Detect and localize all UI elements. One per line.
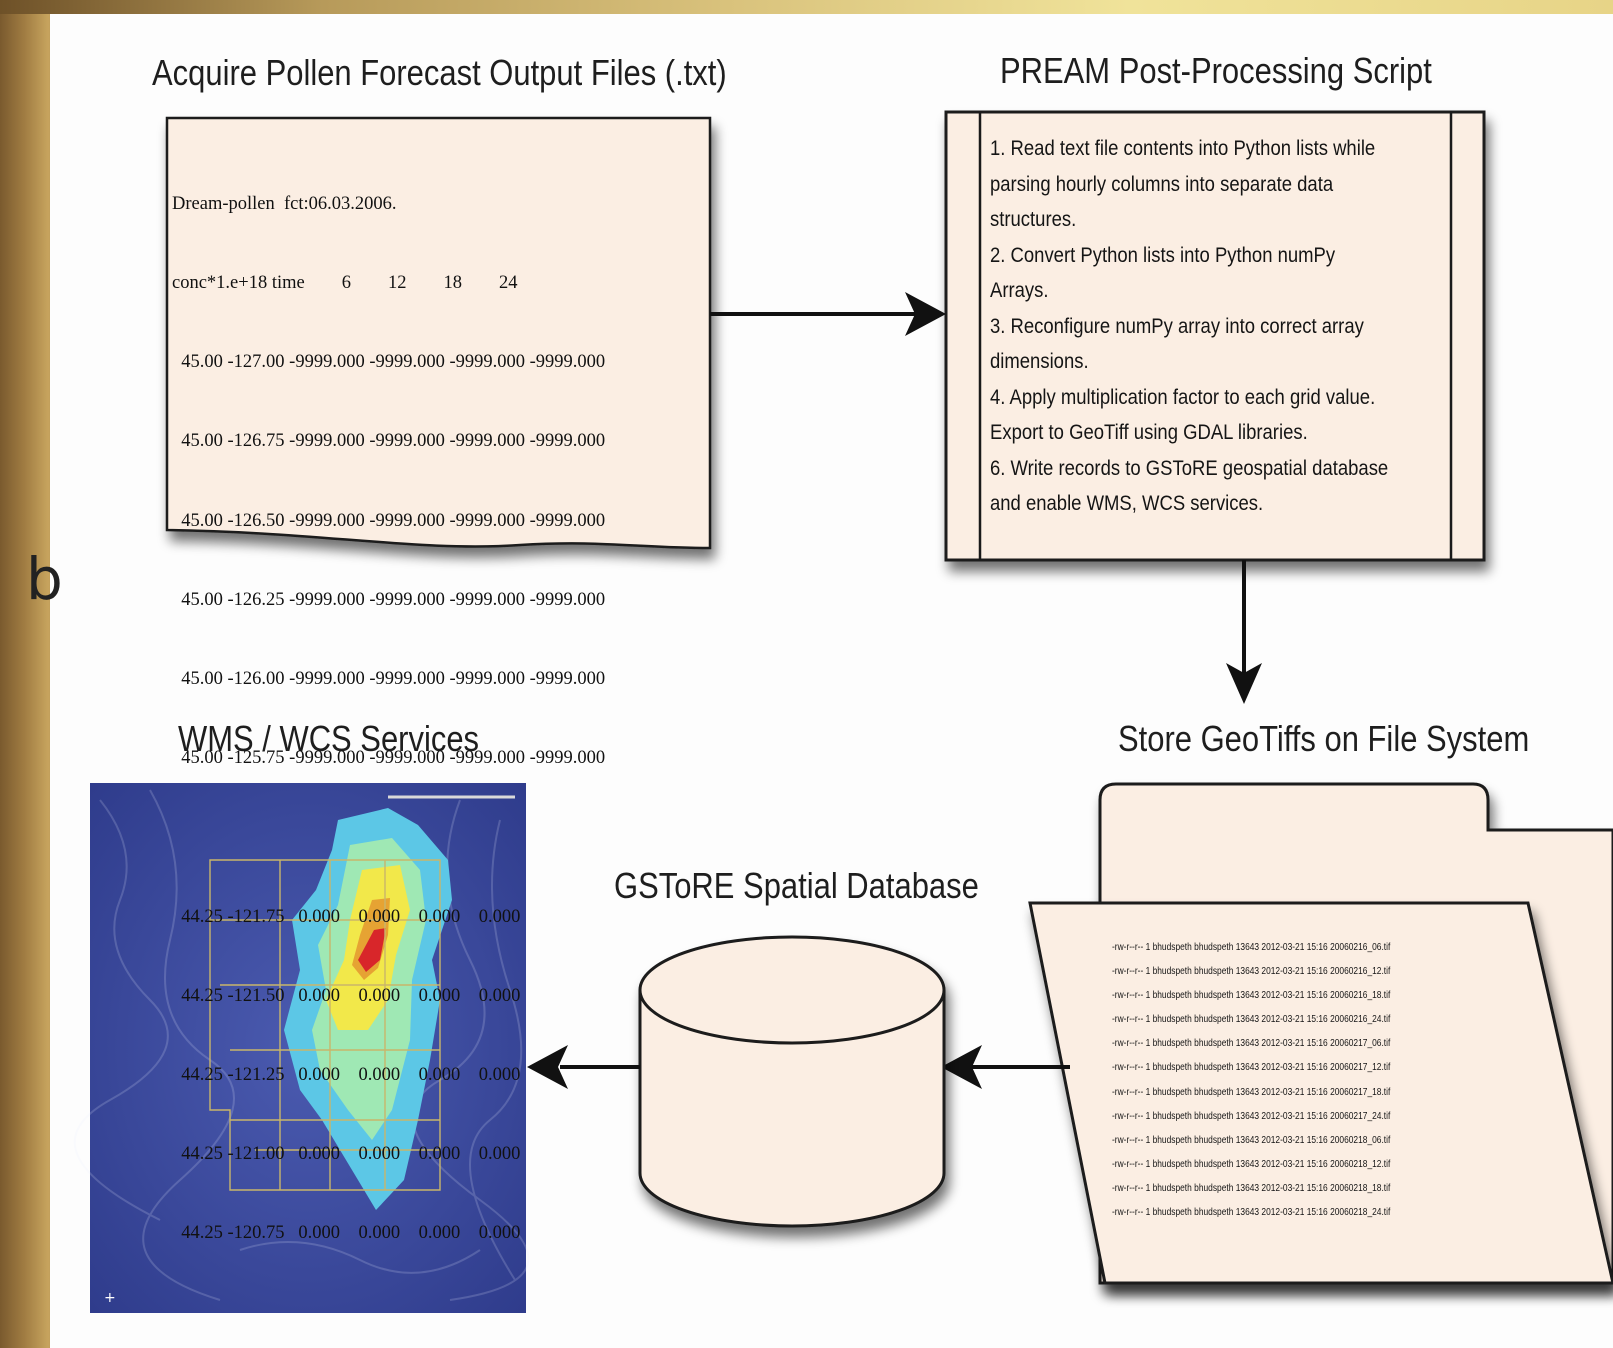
arrow-right-icon <box>710 292 946 336</box>
step-line: Export to GeoTiff using GDAL libraries. <box>990 421 1308 444</box>
listing-line: -rw-r--r-- 1 bhudspeth bhudspeth 13643 2… <box>1112 1061 1391 1074</box>
step-line: parsing hourly columns into separate dat… <box>990 172 1334 196</box>
listing-line: -rw-r--r-- 1 bhudspeth bhudspeth 13643 2… <box>1112 1206 1391 1219</box>
folder-front-sheet <box>1028 901 1613 1285</box>
listing-line: -rw-r--r-- 1 bhudspeth bhudspeth 13643 2… <box>1112 1181 1391 1194</box>
pollen-map: + <box>73 783 530 1313</box>
listing-line: -rw-r--r-- 1 bhudspeth bhudspeth 13643 2… <box>1112 1157 1391 1170</box>
services-title: WMS / WCS Services <box>178 718 480 759</box>
forecast-file-content: Dream-pollen fct:06.03.2006. conc*1.e+18… <box>172 138 605 1273</box>
svg-text:+: + <box>104 1290 116 1306</box>
step-line: dimensions. <box>990 350 1089 373</box>
file-line: 44.25 -121.25 0.000 0.000 0.000 0.000 <box>172 1065 521 1086</box>
step-line: 2. Convert Python lists into Python numP… <box>990 243 1336 267</box>
step-line: 6. Write records to GSToRE geospatial da… <box>990 456 1389 480</box>
file-line: 45.00 -126.00 -9999.000 -9999.000 -9999.… <box>172 669 606 690</box>
step-line: and enable WMS, WCS services. <box>990 492 1264 515</box>
listing-line: -rw-r--r-- 1 bhudspeth bhudspeth 13643 2… <box>1112 941 1391 953</box>
file-line: Dream-pollen fct:06.03.2006. <box>172 193 397 214</box>
file-line: 45.00 -126.75 -9999.000 -9999.000 -9999.… <box>172 431 606 452</box>
file-line: 44.25 -121.75 0.000 0.000 0.000 0.000 <box>172 906 521 927</box>
file-line: 44.25 -121.50 0.000 0.000 0.000 0.000 <box>172 985 521 1006</box>
arrow-left-icon <box>941 1045 1070 1089</box>
listing-line: -rw-r--r-- 1 bhudspeth bhudspeth 13643 2… <box>1112 965 1391 978</box>
arrow-down-icon <box>1226 560 1262 704</box>
step-line: 4. Apply multiplication factor to each g… <box>990 385 1376 409</box>
script-box <box>944 110 1486 562</box>
step-line: 1. Read text file contents into Python l… <box>990 137 1376 160</box>
side-letter: b <box>26 545 63 613</box>
database-title: GSToRE Spatial Database <box>614 865 979 906</box>
cylinder-database-icon <box>638 935 946 1228</box>
pream-title: PREAM Post-Processing Script <box>1000 50 1432 91</box>
file-line: 45.00 -126.50 -9999.000 -9999.000 -9999.… <box>172 510 606 531</box>
step-line: structures. <box>990 208 1077 231</box>
file-line: 45.00 -126.25 -9999.000 -9999.000 -9999.… <box>172 589 606 610</box>
acquire-title: Acquire Pollen Forecast Output Files (.t… <box>152 52 727 93</box>
geotiff-file-listing: -rw-r--r-- 1 bhudspeth bhudspeth 13643 2… <box>1112 935 1390 1224</box>
arrow-left-icon <box>527 1045 640 1089</box>
file-line <box>172 824 605 850</box>
listing-line: -rw-r--r-- 1 bhudspeth bhudspeth 13643 2… <box>1112 1133 1391 1146</box>
file-line: 44.25 -120.75 0.000 0.000 0.000 0.000 <box>172 1223 521 1244</box>
listing-line: -rw-r--r-- 1 bhudspeth bhudspeth 13643 2… <box>1112 1013 1391 1026</box>
store-title: Store GeoTiffs on File System <box>1118 718 1530 759</box>
file-line: 44.25 -121.00 0.000 0.000 0.000 0.000 <box>172 1144 521 1165</box>
document-icon <box>165 116 712 550</box>
background-band <box>0 0 1613 14</box>
step-line: 3. Reconfigure numPy array into correct … <box>990 314 1364 338</box>
step-line: Arrays. <box>990 279 1049 302</box>
listing-line: -rw-r--r-- 1 bhudspeth bhudspeth 13643 2… <box>1112 1037 1391 1050</box>
file-line: 45.00 -127.00 -9999.000 -9999.000 -9999.… <box>172 352 606 373</box>
processing-steps: 1. Read text file contents into Python l… <box>990 131 1395 522</box>
listing-line: -rw-r--r-- 1 bhudspeth bhudspeth 13643 2… <box>1112 989 1391 1002</box>
listing-line: -rw-r--r-- 1 bhudspeth bhudspeth 13643 2… <box>1112 1109 1391 1122</box>
file-line: conc*1.e+18 time 6 12 18 24 <box>172 273 518 294</box>
listing-line: -rw-r--r-- 1 bhudspeth bhudspeth 13643 2… <box>1112 1085 1391 1098</box>
file-line: 45.00 -125.75 -9999.000 -9999.000 -9999.… <box>172 748 606 769</box>
